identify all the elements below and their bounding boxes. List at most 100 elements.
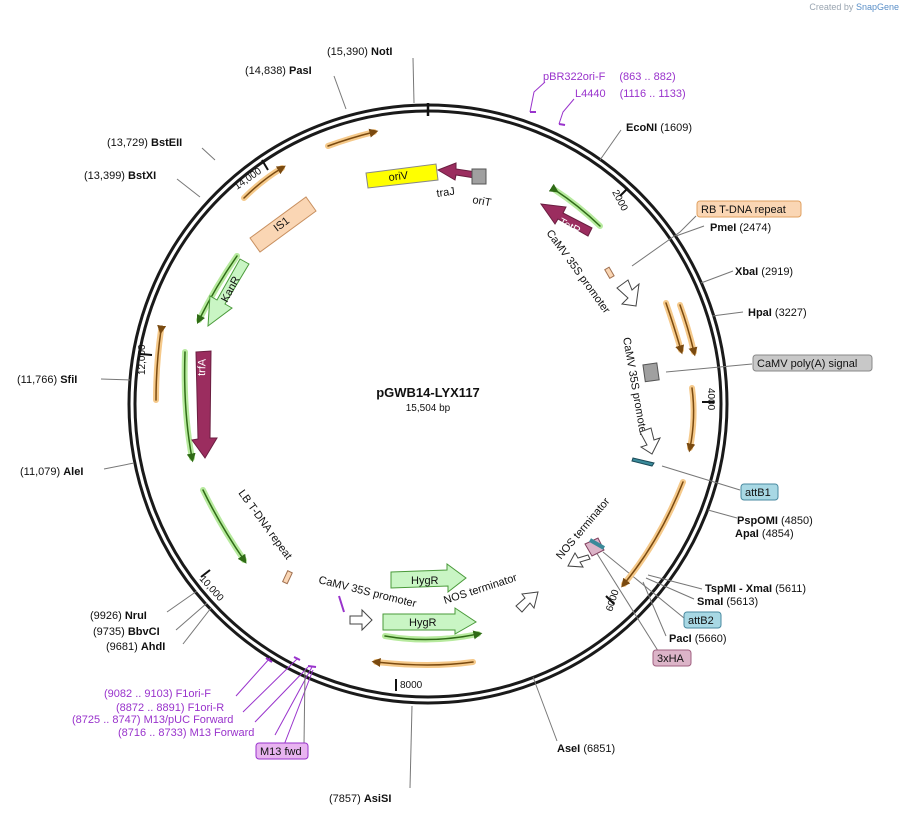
ha3x-box: 3xHA — [652, 649, 692, 667]
trfA-label: trfA — [196, 358, 209, 376]
site-coord: (15,390) — [327, 46, 368, 58]
m13fwd-label: M13 fwd — [260, 746, 302, 758]
primer-labels: pBR322ori-F(863 .. 882) L4440(1116 .. 11… — [72, 71, 686, 739]
svg-text:(9082 .. 9103) F1ori-F: (9082 .. 9103) F1ori-F — [104, 688, 211, 700]
camv35s-b-arrow — [631, 362, 661, 467]
svg-text:(15,390) NotI: (15,390) NotI — [327, 46, 392, 58]
site-name-apai: ApaI — [735, 528, 759, 540]
primer-name: pBR322ori-F — [543, 71, 606, 83]
site-coord: (9735) — [93, 626, 125, 638]
site-name-paci: PacI — [669, 633, 692, 645]
site-coord: (1609) — [660, 122, 692, 134]
svg-text:PacI (5660): PacI (5660) — [669, 633, 727, 645]
svg-text:SmaI (5613): SmaI (5613) — [697, 596, 758, 608]
site-name-econi: EcoNI — [626, 122, 657, 134]
nos-a-arrow — [567, 537, 605, 568]
svg-text:(13,399) BstXI: (13,399) BstXI — [84, 170, 156, 182]
svg-text:HpaI (3227): HpaI (3227) — [748, 307, 807, 319]
site-name-asisi: AsiSI — [364, 793, 392, 805]
tick-12000: 12,000 — [137, 344, 148, 375]
hygR-1-feature: HygR — [390, 563, 467, 594]
primer-name: M13/pUC Forward — [144, 714, 234, 726]
tick-4000: 4000 — [705, 388, 716, 411]
svg-text:(7857) AsiSI: (7857) AsiSI — [329, 793, 391, 805]
attb1-label: attB1 — [745, 487, 771, 499]
primer-marks — [265, 111, 566, 668]
site-name-bstxi: BstXI — [128, 170, 156, 182]
site-coord: (3227) — [775, 307, 807, 319]
site-coord: (5611) — [775, 583, 806, 595]
svg-text:(14,838) PasI: (14,838) PasI — [245, 65, 312, 77]
restriction-sites: (15,390) NotI (14,838) PasI (13,729) Bst… — [17, 46, 813, 805]
site-coord: (11,079) — [20, 466, 60, 478]
svg-text:PmeI (2474): PmeI (2474) — [710, 222, 771, 234]
site-coord: (4850) — [781, 515, 813, 527]
lb-tdna-mark — [281, 570, 293, 585]
site-name-nrui: NruI — [125, 610, 147, 622]
lb-tdna-label: LB T-DNA repeat — [236, 488, 294, 562]
camv35s-c-arrow — [349, 608, 373, 632]
is1-feature: IS1 — [249, 196, 317, 253]
boxed-feature-leaders — [303, 215, 753, 746]
primer-name: F1ori-F — [176, 688, 212, 700]
camv35s-a-label: CaMV 35S promoter — [544, 228, 613, 316]
primer-range: (8872 .. 8891) — [116, 702, 185, 714]
site-name-ahdi: AhdI — [141, 641, 165, 653]
site-coord: (9926) — [90, 610, 122, 622]
camv-polya-label: CaMV poly(A) signal — [757, 358, 857, 370]
site-coord: (13,399) — [84, 170, 125, 182]
site-name-pspomi: PspOMI — [737, 515, 778, 527]
svg-text:L4440(1116 .. 1133): L4440 (1116 .. 1133) — [575, 88, 686, 100]
svg-text:AseI (6851): AseI (6851) — [557, 743, 615, 755]
rb-tdna-box: RB T-DNA repeat — [696, 200, 802, 218]
hygR-2-label: HygR — [409, 617, 437, 629]
orf-arcs — [153, 128, 698, 668]
site-name-pmei: PmeI — [710, 222, 736, 234]
oriV-label: oriV — [388, 170, 410, 184]
camv35s-a-arrow — [604, 266, 640, 307]
oriT-feature: oriT — [471, 168, 492, 209]
site-coord: (4854) — [762, 528, 794, 540]
site-coord: (6851) — [583, 743, 615, 755]
primer-leaders — [235, 81, 575, 746]
ha3x-label: 3xHA — [657, 653, 685, 665]
snapgene-logo: SnapGene — [855, 2, 899, 12]
traJ-label: traJ — [436, 186, 456, 200]
ruler-ticks: 2000 4000 6000 8000 10,000 12,000 14,000 — [137, 159, 716, 691]
svg-text:(13,729) BstEII: (13,729) BstEII — [107, 137, 182, 149]
site-coord: (14,838) — [245, 65, 286, 77]
primer-name: L4440 — [575, 88, 606, 100]
svg-text:EcoNI (1609): EcoNI (1609) — [626, 122, 692, 134]
svg-text:PspOMI (4850): PspOMI (4850) — [737, 515, 813, 527]
primer-range: (1116 .. 1133) — [620, 88, 686, 100]
hygR-1-label: HygR — [411, 575, 439, 587]
attb2-box: attB2 — [683, 611, 722, 629]
primer-range: (8725 .. 8747) — [72, 714, 141, 726]
primer-name: F1ori-R — [188, 702, 225, 714]
camv35s-b-label: CaMV 35S promoter — [620, 336, 649, 437]
svg-text:(9735) BbvCI: (9735) BbvCI — [93, 626, 160, 638]
nos-b-arrow — [515, 591, 539, 613]
svg-text:ApaI (4854): ApaI (4854) — [735, 528, 794, 540]
oriT-label: oriT — [471, 194, 492, 209]
m13fwd-box: M13 fwd — [255, 742, 309, 760]
snapgene-credit: Created by SnapGene — [809, 2, 899, 12]
primer-range: (9082 .. 9103) — [104, 688, 173, 700]
primer-range: (8716 .. 8733) — [118, 727, 187, 739]
trfA-feature: trfA — [191, 350, 218, 459]
svg-text:(8725 .. 8747) M13/pUC Forward: (8725 .. 8747) M13/pUC Forward — [72, 714, 233, 726]
svg-text:XbaI (2919): XbaI (2919) — [735, 266, 793, 278]
tick-2000: 2000 — [609, 188, 629, 213]
attb1-box: attB1 — [740, 483, 779, 501]
hygR-2-feature: HygR — [382, 607, 477, 635]
site-name-sfii: SfiI — [60, 374, 77, 386]
svg-text:TspMI - XmaI (5611): TspMI - XmaI (5611) — [705, 583, 806, 595]
svg-text:(8872 .. 8891) F1ori-R: (8872 .. 8891) F1ori-R — [116, 702, 224, 714]
site-coord: (7857) — [329, 793, 361, 805]
site-coord: (5660) — [695, 633, 727, 645]
site-coord: (2919) — [761, 266, 793, 278]
svg-text:(9681) AhdI: (9681) AhdI — [106, 641, 165, 653]
site-name-tspmi-xmai: TspMI - XmaI — [705, 583, 772, 595]
site-name-smai: SmaI — [697, 596, 723, 608]
